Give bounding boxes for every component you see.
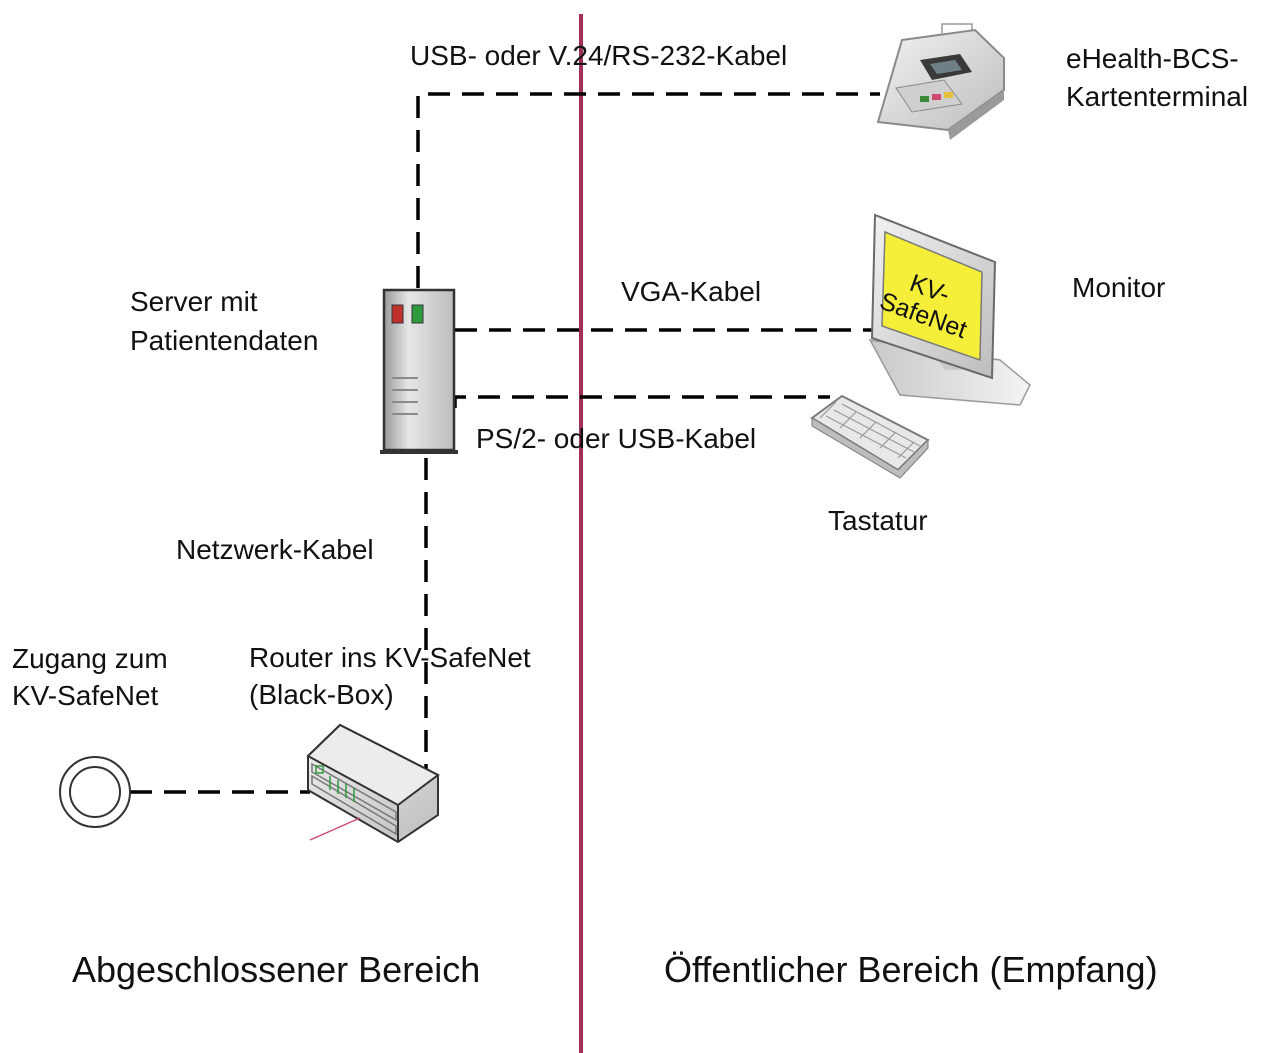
monitor-icon [868,213,1031,406]
router-label-line2: (Black-Box) [249,679,394,710]
area-right-label: Öffentlicher Bereich (Empfang) [664,949,1158,990]
monitor-label: Monitor [1072,272,1166,303]
card-terminal-icon [876,23,1005,140]
usb-cable-label: USB- oder V.24/RS-232-Kabel [410,40,788,71]
server-label-line1: Server mit [130,286,258,317]
network-cable-label: Netzwerk-Kabel [176,534,374,565]
server-icon [380,288,458,454]
vga-cable-label: VGA-Kabel [621,276,762,307]
usb-cable-line [416,92,880,288]
ps2-cable-line [453,395,830,408]
area-left-label: Abgeschlossener Bereich [72,949,481,990]
terminal-label-line1: eHealth-BCS- [1066,43,1239,74]
terminal-label-line2: Kartenterminal [1066,81,1249,112]
ps2-cable-label: PS/2- oder USB-Kabel [476,423,757,454]
access-label-line2: KV-SafeNet [12,680,159,711]
access-label-line1: Zugang zum [12,643,168,674]
keyboard-icon [810,394,930,479]
router-icon [306,723,440,844]
router-label-line1: Router ins KV-SafeNet [249,642,531,673]
server-label-line2: Patientendaten [130,325,319,356]
network-access-icon [59,756,131,828]
keyboard-label: Tastatur [828,505,928,536]
